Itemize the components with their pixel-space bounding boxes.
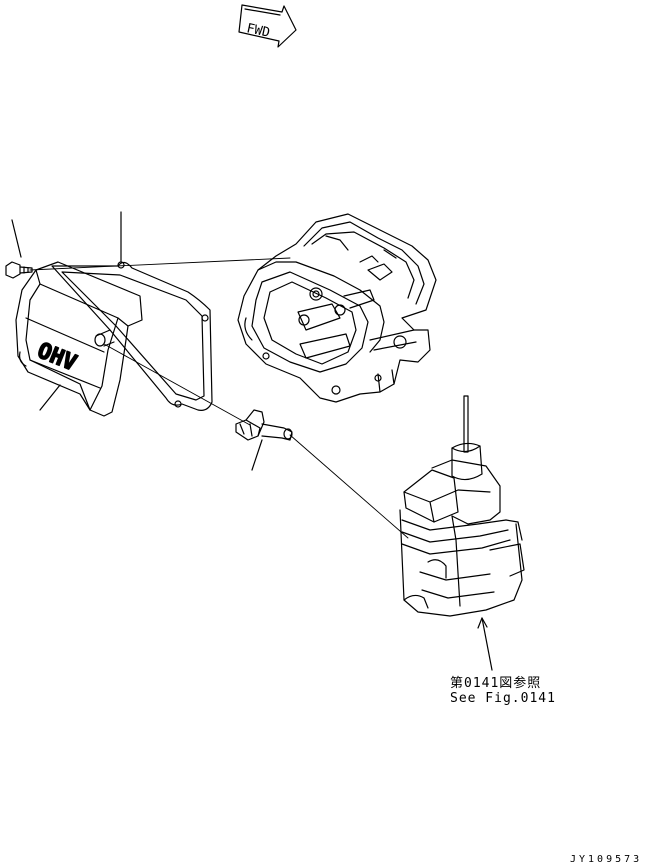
fwd-label: FWD: [245, 21, 271, 41]
fwd-arrow-icon: FWD: [238, 4, 297, 48]
bolt-icon: [5, 261, 33, 279]
reference-line-jp: 第0141図参照: [450, 676, 542, 691]
leader-lines: [11, 211, 493, 671]
ohv-marking: OHV: [34, 338, 80, 376]
gasket: [51, 261, 213, 411]
valve-cover: OHV: [15, 261, 143, 417]
reference-label: 第0141図参照 See Fig.0141: [450, 676, 556, 706]
reference-line-en: See Fig.0141: [450, 691, 556, 706]
assembly-lines: [29, 257, 409, 539]
breather-fitting: [235, 409, 293, 441]
engine-block-reference: [399, 395, 525, 617]
drawing-code: JY109573: [570, 854, 642, 865]
cylinder-head: [237, 213, 437, 403]
